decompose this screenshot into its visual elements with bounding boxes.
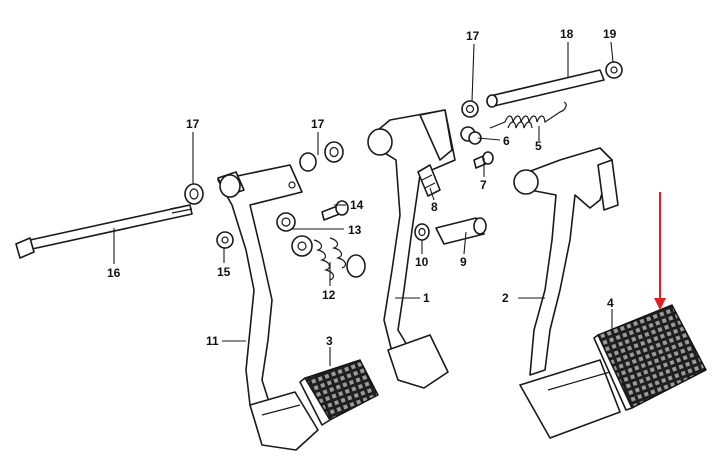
bushing-part-10: [414, 223, 430, 241]
pedal-foot-part-2: [519, 359, 621, 439]
brake-pedal-arm-part-1: [367, 109, 456, 353]
callout-13: 13: [348, 223, 362, 237]
callout-17-middle: 17: [311, 117, 325, 131]
callout-10: 10: [415, 255, 429, 269]
nut-part-15: [216, 231, 234, 249]
callout-14: 14: [350, 198, 364, 212]
pedal-pad-part-4: [593, 304, 707, 411]
sleeve-part-9: [435, 217, 487, 245]
callout-1: 1: [423, 291, 430, 305]
bushing-part-17-left: [184, 183, 204, 205]
callout-11: 11: [206, 334, 219, 348]
callout-2: 2: [502, 291, 509, 305]
callout-7: 7: [480, 178, 487, 192]
callout-6: 6: [503, 134, 510, 148]
callout-17-top: 17: [466, 29, 480, 43]
clutch-pedal-arm-part-11: [217, 164, 303, 406]
bushing-part-6: [460, 126, 482, 145]
callout-5: 5: [535, 139, 542, 153]
callout-12: 12: [322, 288, 336, 302]
bushing-part-17-top: [461, 100, 479, 118]
callout-8: 8: [431, 200, 438, 214]
callout-9: 9: [460, 255, 467, 269]
pedal-arm-part-2: [513, 147, 619, 376]
clutch-pedal-pad-part-3: [299, 359, 379, 426]
screw-part-7: [473, 151, 494, 169]
bushing-part-17-middle: [299, 141, 344, 172]
leader-lines: [113, 41, 614, 366]
shaft-part-18: [486, 69, 605, 108]
callout-18: 18: [560, 27, 574, 41]
clutch-pedal-foot-part-11: [249, 391, 319, 451]
spring-part-12: [291, 235, 366, 281]
callout-16: 16: [107, 266, 121, 280]
callout-19: 19: [603, 27, 617, 41]
callout-4: 4: [607, 296, 614, 310]
brake-pedal-foot-part-1: [387, 334, 449, 389]
washer-part-13: [276, 212, 296, 232]
callout-17-left: 17: [186, 117, 200, 131]
bolt-part-14: [321, 200, 349, 221]
spring-part-5: [489, 101, 567, 129]
callout-labels: 1 2 3 4 5 6 7 8 9 10 11 12 13 14 15 16 1…: [107, 27, 617, 348]
nut-part-19: [605, 61, 623, 79]
callout-15: 15: [217, 265, 231, 279]
callout-3: 3: [326, 334, 333, 348]
highlight-arrow: [654, 192, 666, 310]
long-bolt-part-16: [15, 204, 193, 259]
clip-part-8: [417, 164, 441, 197]
